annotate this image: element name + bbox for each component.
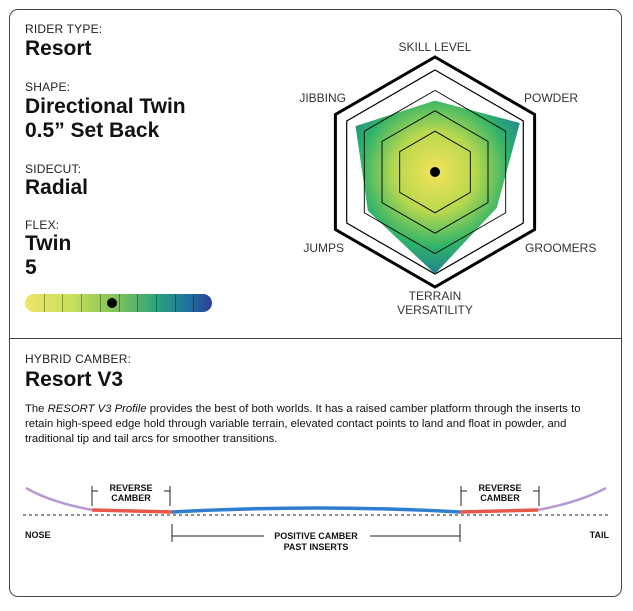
flex-value-line2: 5	[25, 256, 37, 279]
positive-camber-bracket	[171, 524, 461, 542]
riding-style-radar-chart: SKILL LEVEL POWDER GROOMERS TERRAIN VERS…	[299, 40, 596, 317]
flex-scale-tick	[155, 294, 157, 312]
axis-label-terrain: TERRAIN	[409, 289, 462, 303]
flex-scale-tick	[81, 294, 83, 312]
sidecut-value: Radial	[25, 176, 89, 199]
shape-label: SHAPE:	[25, 80, 71, 94]
radar-value-area	[355, 100, 520, 274]
flex-value-line1: Twin	[25, 232, 72, 255]
nose-reverse-camber	[91, 508, 173, 514]
tail-reverse-label-1: REVERSE	[478, 483, 521, 493]
radar-grid-ring	[399, 130, 471, 214]
camber-profile-diagram: REVERSE CAMBER REVERSE CAMBER POSITIVE C…	[23, 483, 610, 552]
nose-reverse-bracket	[91, 486, 171, 506]
flex-scale-tick	[193, 294, 195, 312]
positive-camber-label-1: POSITIVE CAMBER	[274, 531, 358, 541]
axis-label-versatility: VERSATILITY	[397, 303, 473, 317]
tail-reverse-bracket	[460, 486, 540, 506]
positive-camber-section	[171, 506, 461, 514]
shape-value-line2: 0.5” Set Back	[25, 119, 160, 142]
flex-scale-tick	[99, 294, 101, 312]
shape-value-line1: Directional Twin	[25, 95, 186, 118]
axis-label-powder: POWDER	[524, 91, 578, 105]
sidecut-label: SIDECUT:	[25, 162, 82, 176]
nose-reverse-label-2: CAMBER	[111, 493, 151, 503]
nose-tip-arc	[25, 486, 93, 512]
camber-profile-name: RESORT V3 Profile	[47, 403, 147, 415]
nose-reverse-label-1: REVERSE	[109, 483, 152, 493]
flex-scale-tick	[174, 294, 176, 312]
camber-description: The RESORT V3 Profile provides the best …	[25, 403, 581, 445]
section-divider	[9, 338, 622, 339]
radar-center-dot	[430, 167, 440, 177]
flex-scale-tick	[62, 294, 64, 312]
flex-label: FLEX:	[25, 218, 60, 232]
flex-indicator-dot	[107, 298, 118, 308]
flex-scale-tick	[118, 294, 120, 312]
axis-label-groomers: GROOMERS	[525, 241, 596, 255]
tail-reverse-camber	[459, 508, 539, 514]
camber-profile-title: Resort V3	[25, 368, 124, 391]
tail-label: TAIL	[590, 530, 610, 540]
radar-grid-ring	[363, 89, 507, 255]
axis-label-jumps: JUMPS	[303, 241, 344, 255]
axis-label-skill-level: SKILL LEVEL	[399, 40, 472, 54]
radar-grid-ring	[381, 110, 489, 234]
rider-type-value: Resort	[25, 37, 92, 60]
positive-camber-label-2: PAST INSERTS	[284, 542, 349, 552]
axis-label-jibbing: JIBBING	[299, 91, 346, 105]
flex-scale-tick	[43, 294, 45, 312]
nose-label: NOSE	[25, 530, 51, 540]
flex-scale-tick	[137, 294, 139, 312]
tail-tip-arc	[537, 486, 607, 512]
rider-type-label: RIDER TYPE:	[25, 22, 103, 36]
radar-outer-frame	[333, 55, 537, 289]
radar-grid-rings	[363, 89, 507, 255]
hybrid-camber-label: HYBRID CAMBER:	[25, 352, 132, 366]
flex-scale-bar	[25, 294, 212, 312]
tail-reverse-label-2: CAMBER	[480, 493, 520, 503]
